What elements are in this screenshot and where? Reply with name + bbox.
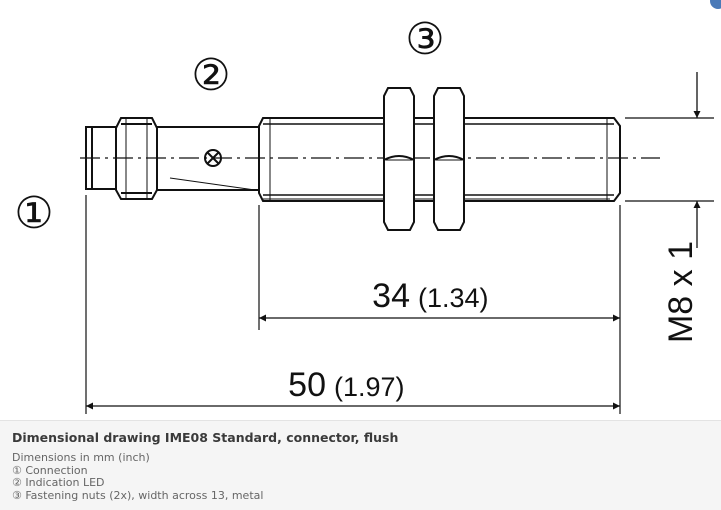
- caption-units: Dimensions in mm (inch): [12, 451, 150, 464]
- callout-indication-led: ②: [191, 51, 230, 100]
- thread-length-mm: 34: [372, 277, 410, 315]
- corner-badge-icon: [709, 0, 721, 10]
- caption-item-nuts: ③ Fastening nuts (2x), width across 13, …: [12, 488, 264, 502]
- caption-title: Dimensional drawing IME08 Standard, conn…: [12, 430, 399, 445]
- led-indicator-icon: [204, 149, 222, 167]
- thread-size-label: M8 x 1: [662, 241, 700, 343]
- caption-panel: Dimensional drawing IME08 Standard, conn…: [0, 420, 721, 510]
- overall-length-inch: (1.97): [334, 372, 405, 402]
- sensor-drawing: 34 (1.34) 50 (1.97) M8 x 1 ① ② ③: [14, 15, 714, 414]
- thread-length-inch: (1.34): [418, 283, 489, 313]
- led-housing: [157, 126, 259, 191]
- caption-item-led: ② Indication LED: [12, 476, 105, 489]
- callout-fastening-nuts: ③: [405, 15, 444, 64]
- fastening-nut: [383, 87, 415, 231]
- overall-length-mm: 50: [288, 366, 326, 404]
- fastening-nut: [433, 87, 465, 231]
- caption-item-connection: ① Connection: [12, 463, 88, 477]
- callout-connection: ①: [14, 189, 53, 238]
